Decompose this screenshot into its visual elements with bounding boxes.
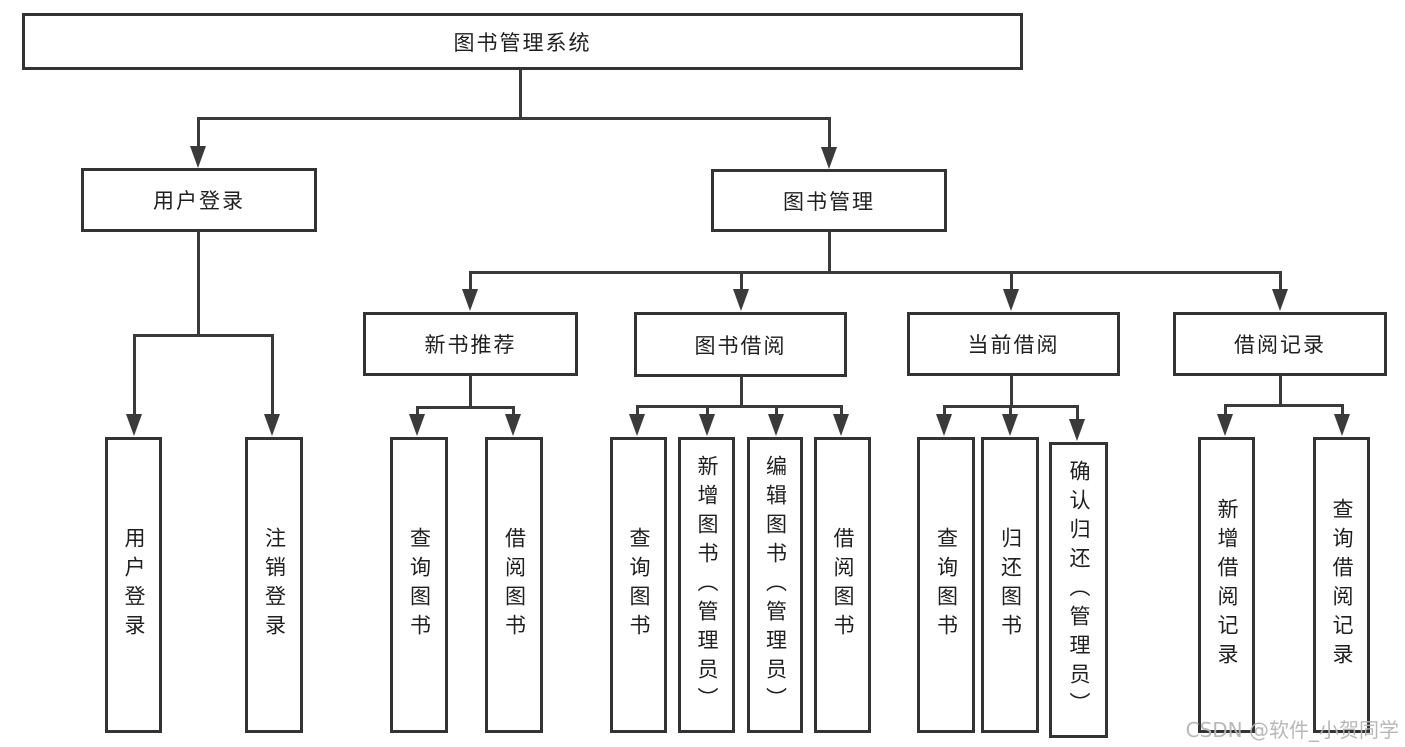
node-borrowing-records: 借阅记录 — [1173, 312, 1387, 376]
arrow-down-icon — [409, 414, 425, 436]
arrow-down-icon — [1272, 289, 1288, 311]
arrow-down-icon — [264, 414, 280, 436]
arrow-down-icon — [1069, 419, 1085, 441]
node-book-borrowing: 图书借阅 — [634, 312, 847, 377]
connector-line — [133, 334, 274, 337]
connector-line — [1224, 404, 1227, 418]
leaf-user-login-label: 用户登录 — [122, 527, 146, 643]
connector-line — [636, 405, 843, 408]
connector-line — [133, 334, 136, 418]
connector-line — [416, 406, 419, 418]
connector-line — [469, 375, 472, 408]
connector-line — [636, 405, 639, 418]
leaf-br-add-record-label: 新增借阅记录 — [1215, 498, 1239, 672]
leaf-bb-query-books: 查询图书 — [610, 437, 667, 733]
connector-line — [512, 406, 515, 418]
connector-line — [1009, 405, 1012, 418]
connector-line — [943, 405, 946, 418]
connector-line — [1076, 405, 1079, 423]
node-user-login: 用户登录 — [81, 168, 317, 232]
connector-line — [775, 405, 778, 418]
arrow-down-icon — [1217, 414, 1233, 436]
leaf-cb-query-books: 查询图书 — [917, 437, 975, 733]
connector-line — [828, 117, 831, 151]
node-new-book-recommend: 新书推荐 — [363, 312, 578, 376]
leaf-bb-query-books-label: 查询图书 — [627, 527, 651, 643]
leaf-nb-borrow-books-label: 借阅图书 — [502, 527, 527, 643]
node-current-borrowing-label: 当前借阅 — [967, 333, 1060, 357]
leaf-user-login: 用户登录 — [105, 437, 162, 733]
arrow-down-icon — [629, 414, 645, 436]
leaf-cb-query-books-label: 查询图书 — [934, 527, 959, 643]
arrow-down-icon — [126, 414, 142, 436]
arrow-down-icon — [733, 289, 749, 311]
arrow-down-icon — [821, 147, 837, 169]
connector-line — [197, 117, 831, 120]
arrow-down-icon — [1003, 289, 1019, 311]
connector-line — [271, 334, 274, 418]
leaf-br-add-record: 新增借阅记录 — [1198, 437, 1255, 733]
connector-line — [706, 405, 709, 418]
leaf-bb-edit-books-admin: 编辑图书（管理员） — [747, 437, 803, 733]
connector-line — [840, 405, 843, 418]
connector-line — [197, 231, 200, 336]
watermark: CSDN @软件_小贺同学 — [1185, 718, 1399, 742]
arrow-down-icon — [1002, 414, 1018, 436]
leaf-bb-add-books-admin-label: 新增图书（管理员） — [695, 454, 719, 716]
leaf-br-query-record: 查询借阅记录 — [1313, 437, 1370, 733]
node-book-management-label: 图书管理 — [783, 189, 875, 214]
leaf-logout-login-label: 注销登录 — [262, 527, 287, 643]
leaf-bb-borrow-books: 借阅图书 — [814, 437, 871, 733]
arrow-down-icon — [699, 414, 715, 436]
connector-line — [740, 271, 743, 293]
arrow-down-icon — [190, 146, 206, 168]
connector-line — [828, 231, 831, 273]
leaf-logout-login: 注销登录 — [245, 437, 303, 733]
connector-line — [519, 70, 522, 119]
node-library-system-label: 图书管理系统 — [453, 30, 592, 55]
leaf-bb-edit-books-admin-label: 编辑图书（管理员） — [763, 454, 788, 716]
arrow-down-icon — [505, 414, 521, 436]
connector-line — [469, 271, 472, 293]
leaf-nb-borrow-books: 借阅图书 — [485, 437, 543, 733]
leaf-nb-query-books-label: 查询图书 — [407, 527, 432, 643]
leaf-cb-return-books-label: 归还图书 — [998, 527, 1023, 643]
node-user-login-label: 用户登录 — [153, 189, 245, 213]
arrow-down-icon — [833, 414, 849, 436]
connector-line — [1279, 375, 1282, 406]
connector-line — [1224, 404, 1344, 407]
leaf-bb-add-books-admin: 新增图书（管理员） — [678, 437, 735, 733]
node-book-borrowing-label: 图书借阅 — [694, 333, 787, 358]
leaf-br-query-record-label: 查询借阅记录 — [1330, 498, 1354, 672]
connector-line — [1341, 404, 1344, 418]
connector-line — [1010, 271, 1013, 293]
arrow-down-icon — [462, 289, 478, 311]
leaf-bb-borrow-books-label: 借阅图书 — [831, 527, 855, 643]
leaf-cb-return-books: 归还图书 — [981, 437, 1039, 733]
node-new-book-recommend-label: 新书推荐 — [424, 333, 517, 357]
connector-line — [416, 406, 515, 409]
leaf-nb-query-books: 查询图书 — [390, 437, 448, 733]
connector-line — [740, 375, 743, 407]
arrow-down-icon — [936, 414, 952, 436]
connector-line — [1279, 271, 1282, 293]
leaf-cb-confirm-return-admin: 确认归还（管理员） — [1049, 442, 1108, 738]
node-borrowing-records-label: 借阅记录 — [1234, 333, 1326, 357]
node-library-system: 图书管理系统 — [22, 13, 1023, 70]
connector-line — [197, 117, 200, 151]
arrow-down-icon — [1334, 414, 1350, 436]
node-book-management: 图书管理 — [711, 169, 947, 232]
connector-line — [469, 271, 1282, 274]
arrow-down-icon — [768, 414, 784, 436]
connector-line — [1010, 375, 1013, 407]
leaf-cb-confirm-return-admin-label: 确认归还（管理员） — [1067, 459, 1091, 721]
node-current-borrowing: 当前借阅 — [907, 312, 1120, 376]
